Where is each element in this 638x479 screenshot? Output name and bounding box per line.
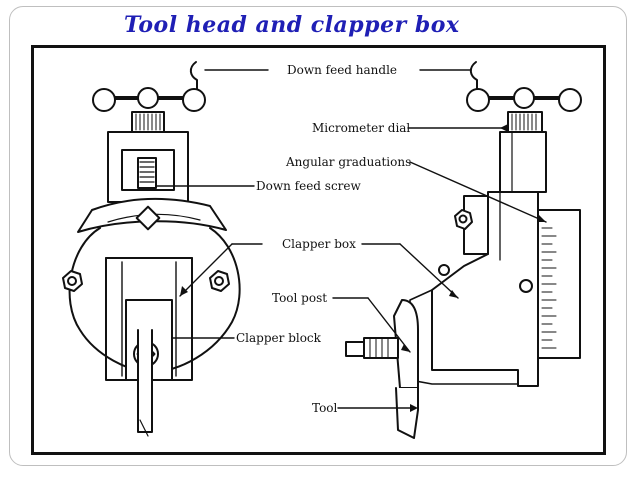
front-diamond-bolt (135, 205, 161, 231)
front-down-feed-screw (137, 157, 157, 189)
label-clapper-box: Clapper box (282, 237, 356, 251)
side-clamp-screw (363, 337, 399, 359)
front-hex-nut-left (62, 270, 83, 292)
side-handle-ball-right (558, 88, 582, 112)
side-vertical-slide (499, 131, 547, 193)
side-tool (395, 387, 419, 439)
label-down-feed-handle: Down feed handle (287, 63, 397, 77)
front-tool (137, 329, 153, 433)
leader-lines (155, 69, 547, 409)
label-angular-graduations: Angular graduations (285, 155, 411, 169)
side-hex-bolt (454, 209, 473, 230)
label-tool-post: Tool post (272, 291, 327, 305)
label-down-feed-screw: Down feed screw (256, 179, 362, 193)
side-handle-ball-middle (513, 87, 535, 109)
leader-angular-graduations (409, 161, 547, 223)
slide-title: Tool head and clapper box (124, 12, 460, 38)
side-main-body (431, 191, 539, 387)
label-tool: Tool (312, 401, 338, 415)
side-handle-ball-left (466, 88, 490, 112)
leader-tool-post-b (367, 297, 411, 353)
front-hex-nut-right (209, 270, 230, 292)
side-handle-crank (469, 61, 478, 99)
side-pivot-pin (519, 279, 533, 293)
leader-clapper-box-right-b (399, 243, 459, 299)
front-view (62, 61, 241, 437)
side-view (345, 61, 582, 439)
front-handle-ball-right (182, 88, 206, 112)
front-handle-ball-middle (137, 87, 159, 109)
leader-clapper-box-left (179, 243, 233, 297)
front-handle-crank (189, 61, 198, 99)
label-micrometer-dial: Micrometer dial (312, 121, 410, 135)
side-micrometer-dial (507, 111, 543, 133)
label-clapper-block: Clapper block (236, 331, 322, 345)
front-handle-ball-left (92, 88, 116, 112)
